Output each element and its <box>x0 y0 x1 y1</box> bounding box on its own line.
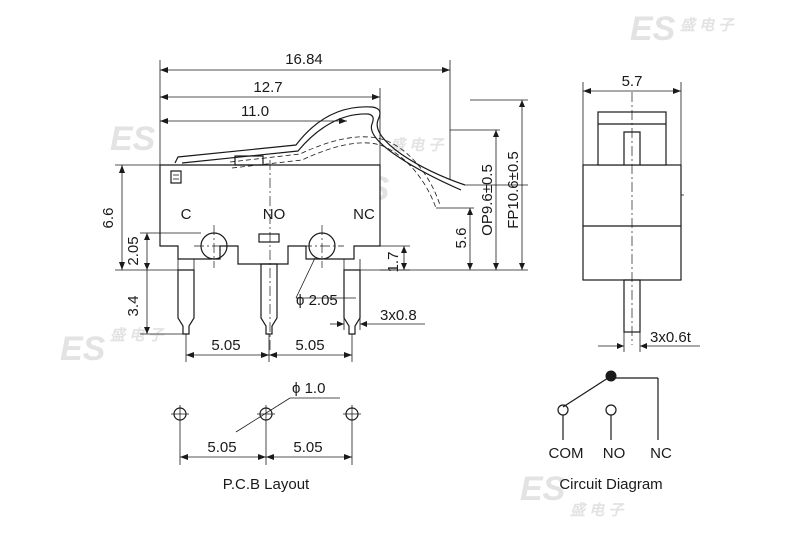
dim-pitch-left: 5.05 <box>211 337 240 354</box>
terminal-no <box>260 263 278 335</box>
circuit-pivot <box>605 370 617 382</box>
dim-pcb-pitch-left: 5.05 <box>207 439 236 456</box>
circuit-label-com: COM <box>549 445 584 462</box>
watermark-chars: 盛 电 子 <box>390 137 445 154</box>
dim-lever-height: 5.6 <box>453 228 470 249</box>
dim-hole-height: 2.05 <box>125 236 142 265</box>
label-c: C <box>181 206 192 223</box>
caption-pcb-layout: P.C.B Layout <box>223 476 310 493</box>
lever <box>174 106 466 186</box>
circuit-no-node <box>605 404 617 416</box>
lever-operated <box>229 136 441 206</box>
dim-side-terminal: 3x0.6t <box>650 329 692 346</box>
watermark-layer: ES ES ES ES ES 盛 电 子 盛 电 子 盛 电 子 盛 电 子 盛… <box>60 10 735 519</box>
circuit-label-nc: NC <box>650 445 672 462</box>
dim-body-height: 6.6 <box>100 208 117 229</box>
circuit-label-no: NO <box>603 445 626 462</box>
dim-terminal-size: 3x0.8 <box>380 307 417 324</box>
terminal-c <box>177 269 195 335</box>
dim-offset-height: 1.7 <box>385 252 402 273</box>
dim-pitch-right: 5.05 <box>295 337 324 354</box>
polarity-mark <box>170 170 182 184</box>
pcb-layout: 5.05 5.05 ϕ 1.0 P.C.B Layout <box>171 380 361 493</box>
watermark-logo: ES <box>110 120 156 158</box>
label-nc: NC <box>353 206 375 223</box>
dim-pcb-hole-diameter: ϕ 1.0 <box>292 380 325 397</box>
dim-terminal-length: 3.4 <box>125 296 142 317</box>
circuit-diagram: COM NO NC Circuit Diagram <box>549 370 672 493</box>
watermark-logo: ES <box>520 470 566 508</box>
dim-hole-diameter: ϕ 2.05 <box>296 292 338 309</box>
side-terminal <box>623 279 641 333</box>
watermark-logo: ES <box>60 330 106 368</box>
caption-circuit-diagram: Circuit Diagram <box>559 476 662 493</box>
watermark-chars: 盛 电 子 <box>110 327 165 344</box>
circuit-contact-arm <box>562 377 609 408</box>
no-window <box>258 233 280 243</box>
dim-lever-length: 11.0 <box>241 103 269 120</box>
terminal-nc <box>343 269 361 335</box>
watermark-chars: 盛 电 子 <box>570 502 625 519</box>
dim-pcb-pitch-right: 5.05 <box>293 439 322 456</box>
watermark-chars: 盛 电 子 <box>680 17 735 34</box>
dim-side-width: 5.7 <box>622 73 643 90</box>
label-no: NO <box>263 206 286 223</box>
dim-overall-length: 16.84 <box>285 51 323 68</box>
dim-operating-position: OP9.6±0.5 <box>479 164 496 236</box>
dim-body-length: 12.7 <box>253 79 282 96</box>
front-view: C NO NC 16.84 12.7 11.0 6.6 2.05 3.4 <box>100 51 528 362</box>
watermark-logo: ES <box>630 10 676 48</box>
dim-free-position: FP10.6±0.5 <box>505 151 522 228</box>
side-view: 5.7 3x0.6t <box>582 73 700 352</box>
